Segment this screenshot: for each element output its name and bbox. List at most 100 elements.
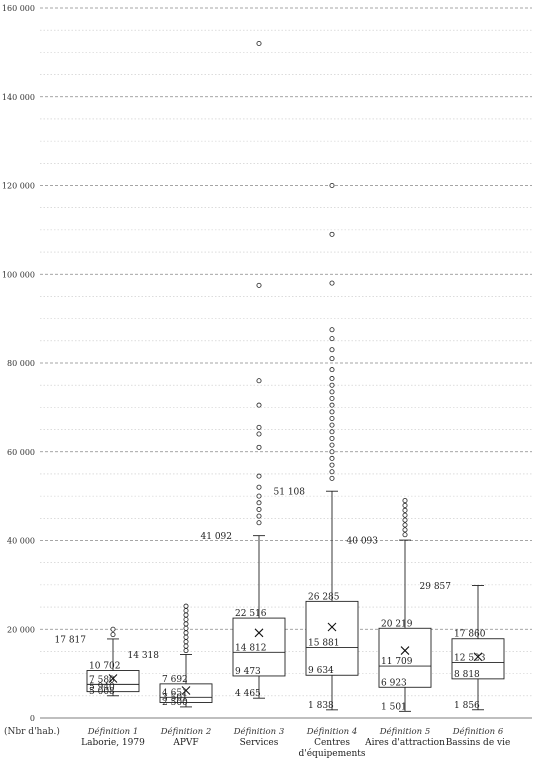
whisker-low-label: 1 856 [454, 701, 480, 711]
iqr-box [305, 600, 359, 676]
median-label: 7 580 [89, 675, 115, 685]
outlier-point [329, 435, 335, 441]
outlier-point [183, 612, 189, 618]
outlier-point [329, 367, 335, 373]
outlier-point [256, 513, 262, 519]
outlier-point [329, 475, 335, 481]
outlier-point [183, 643, 189, 649]
outlier-point [110, 632, 116, 638]
q3-label: 26 285 [308, 592, 340, 602]
q3-label: 22 516 [235, 609, 267, 619]
whisker-high-label: 14 318 [128, 651, 160, 661]
category-name: Centres [314, 738, 350, 748]
outlier-point [256, 402, 262, 408]
outlier-point [329, 347, 335, 353]
y-tick-label: 0 [30, 714, 35, 723]
outlier-point [402, 512, 408, 518]
outlier-point [402, 532, 408, 538]
outlier-point [329, 356, 335, 362]
category-definition: Définition 1 [87, 726, 139, 737]
whisker-low-label: 2 500 [162, 698, 188, 708]
category-name: Services [240, 738, 279, 748]
outlier-point [329, 449, 335, 455]
outlier-point [183, 630, 189, 636]
mean-marker [400, 646, 410, 655]
whisker-low-label: 4 465 [235, 689, 261, 699]
median-label: 4 651 [162, 688, 188, 698]
outlier-point [402, 507, 408, 513]
outlier-point [329, 462, 335, 468]
category-definition: Définition 2 [160, 726, 212, 737]
iqr-box [159, 683, 213, 703]
outlier-point [329, 382, 335, 388]
outlier-point [329, 455, 335, 461]
whisker-high-label: 17 817 [55, 635, 87, 645]
outlier-point [256, 282, 262, 288]
outlier-point [256, 431, 262, 437]
outlier-point [183, 625, 189, 631]
outlier-point [402, 517, 408, 523]
outlier-point [256, 378, 262, 384]
category-definition: Définition 3 [233, 726, 285, 737]
y-tick-label: 80 000 [7, 359, 35, 368]
outlier-point [329, 422, 335, 428]
median-label: 11 709 [381, 657, 413, 667]
outlier-point [256, 506, 262, 512]
iqr-box [86, 670, 140, 693]
outlier-point [183, 621, 189, 627]
outlier-point [329, 182, 335, 188]
q1-label: 3 501 [162, 693, 188, 703]
q1-label: 5 940 [89, 683, 115, 693]
category-definition: Définition 6 [452, 726, 504, 737]
outlier-point [329, 442, 335, 448]
q3-label: 10 702 [89, 662, 121, 672]
outlier-point [329, 469, 335, 475]
mean-marker [473, 652, 483, 662]
category-name: Laborie, 1979 [81, 738, 145, 748]
y-tick-label: 160 000 [2, 4, 35, 13]
outlier-point [256, 484, 262, 490]
y-tick-label: 40 000 [7, 537, 35, 546]
outlier-point [183, 648, 189, 654]
outlier-point [329, 376, 335, 382]
whisker-high-label: 41 092 [201, 532, 233, 542]
iqr-box [232, 617, 286, 677]
y-tick-label: 120 000 [2, 182, 35, 191]
q3-label: 17 860 [454, 630, 486, 640]
outlier-point [329, 402, 335, 408]
category-name: Aires d'attraction [364, 738, 445, 748]
whisker-high-label: 51 108 [274, 488, 306, 498]
median-label: 15 881 [308, 639, 340, 649]
outlier-point [402, 498, 408, 504]
outlier-point [329, 280, 335, 286]
y-tick-label: 60 000 [7, 448, 35, 457]
median-label: 14 812 [235, 643, 267, 653]
q3-label: 7 692 [162, 675, 188, 685]
whisker-low-label: 1 838 [308, 701, 334, 711]
q1-label: 6 923 [381, 678, 407, 688]
outlier-point [183, 634, 189, 640]
outlier-point [256, 493, 262, 499]
category-definition: Définition 4 [306, 726, 358, 737]
outlier-point [256, 424, 262, 430]
outlier-point [329, 395, 335, 401]
whisker-low-label: 5 008 [89, 687, 115, 697]
mean-marker [181, 686, 191, 695]
outlier-point [183, 616, 189, 622]
outlier-point [329, 415, 335, 421]
iqr-box [451, 638, 505, 680]
y-tick-label: 100 000 [2, 270, 35, 279]
outlier-point [329, 327, 335, 333]
mean-marker [327, 622, 337, 632]
outlier-point [256, 41, 262, 47]
q1-label: 9 634 [308, 666, 334, 676]
q1-label: 9 473 [235, 667, 261, 677]
outlier-point [256, 473, 262, 479]
y-unit-label: (Nbr d'hab.) [4, 726, 60, 737]
category-definition: Définition 5 [379, 726, 431, 737]
iqr-box [378, 627, 432, 688]
outlier-point [329, 389, 335, 395]
y-tick-label: 140 000 [2, 93, 35, 102]
whisker-high-label: 40 093 [347, 537, 379, 547]
